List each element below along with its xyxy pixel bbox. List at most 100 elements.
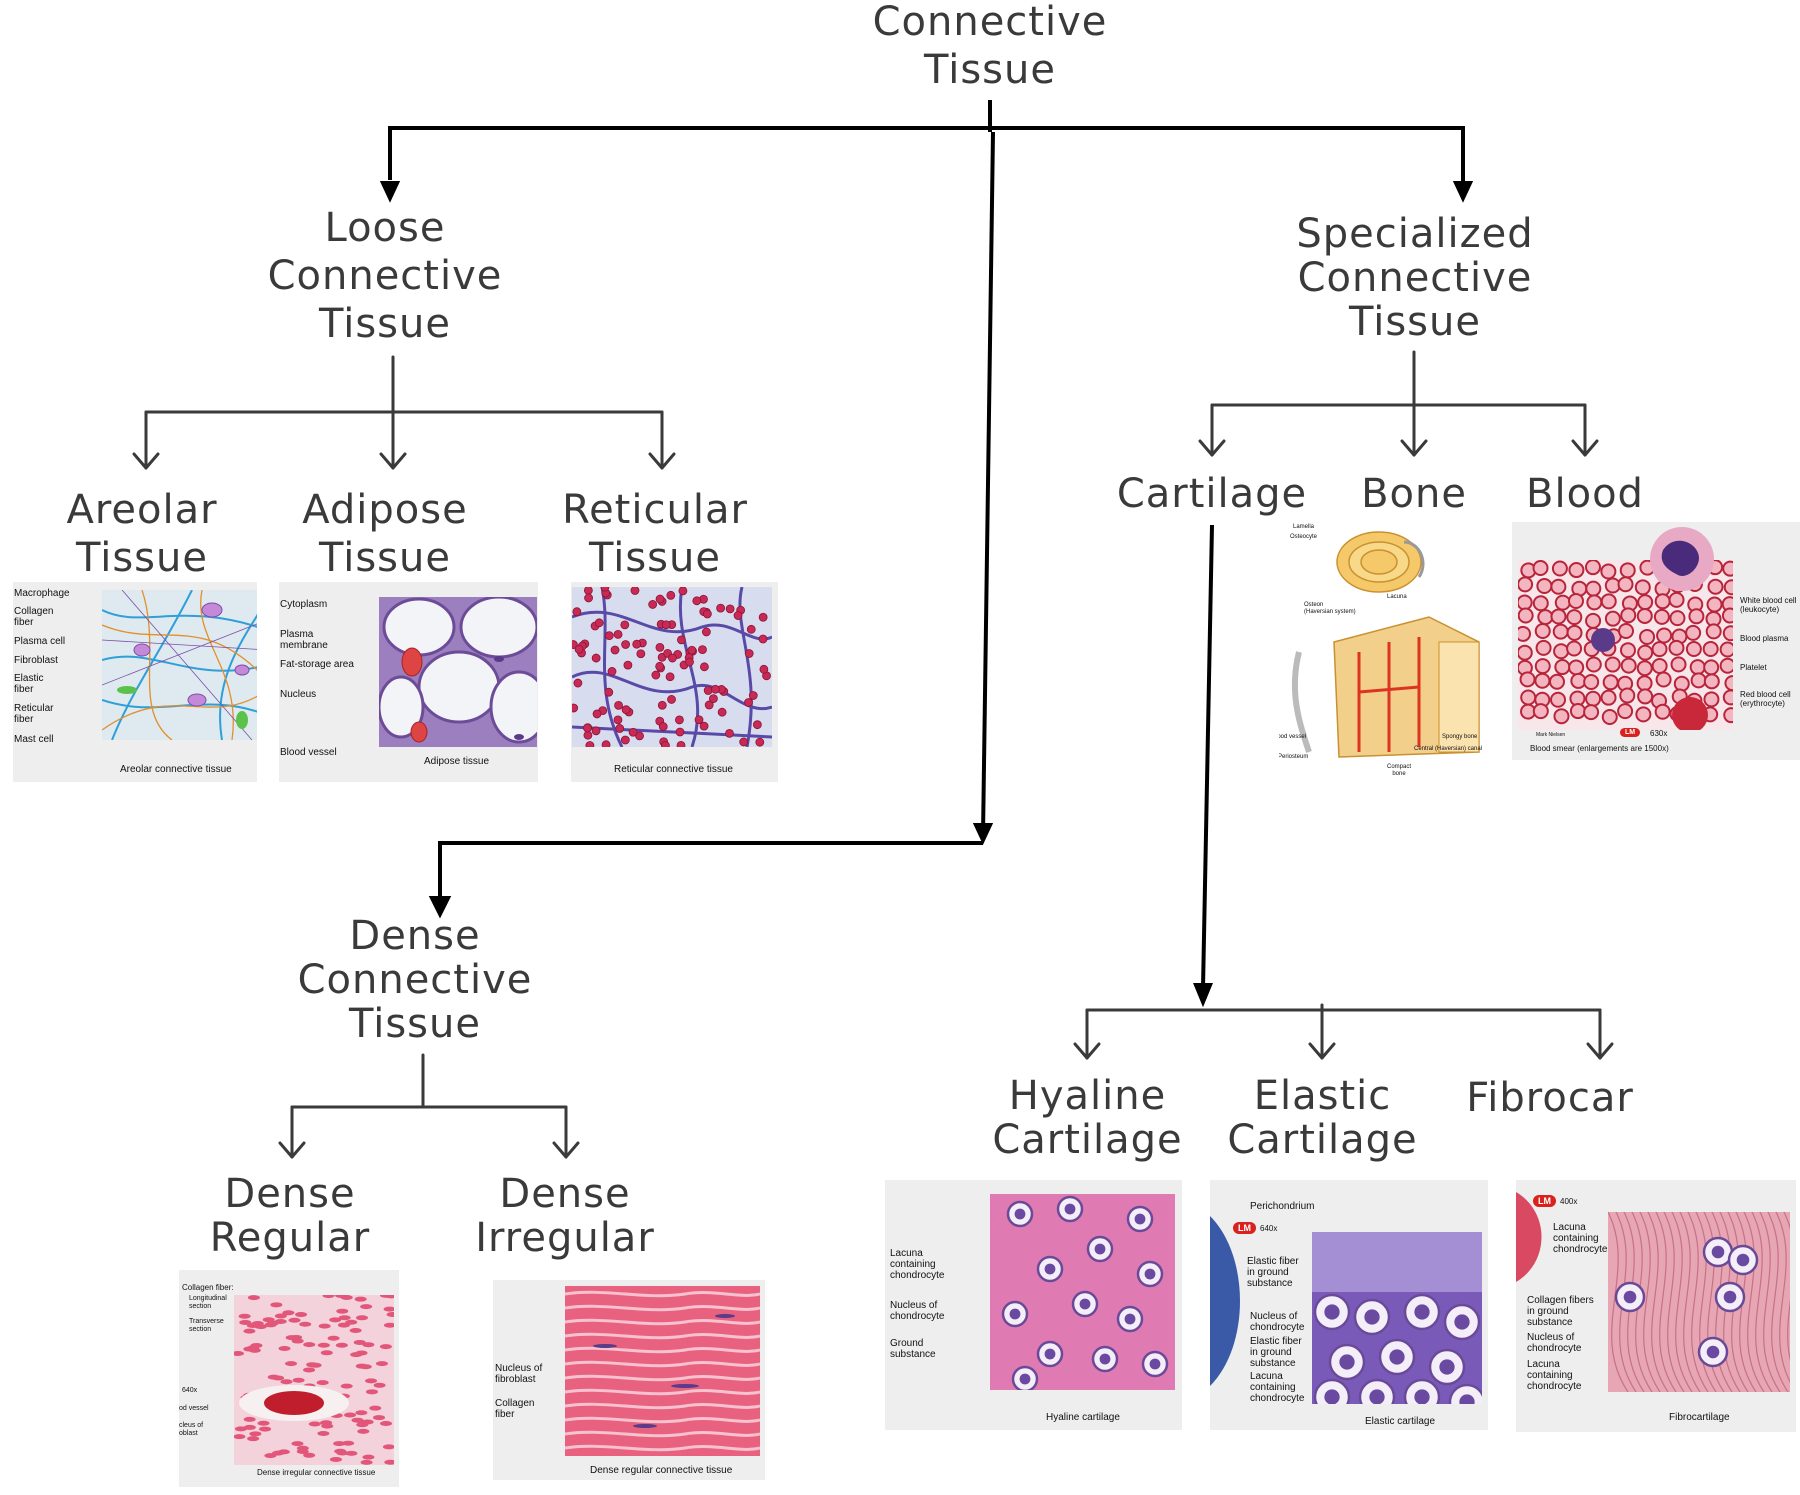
node-line: Dense bbox=[224, 1171, 356, 1217]
collagen-bundle bbox=[365, 1378, 378, 1384]
red-blood-cell bbox=[1654, 703, 1671, 720]
collagen-bundle bbox=[353, 1339, 366, 1345]
red-blood-cell bbox=[1637, 688, 1654, 705]
reticular-cell bbox=[660, 741, 670, 747]
collagen-bundle bbox=[362, 1454, 375, 1460]
label-collagen-fiber: Collagen fiber bbox=[14, 606, 54, 628]
collagen-bundle bbox=[360, 1459, 373, 1465]
collagen-strand bbox=[1663, 1212, 1685, 1392]
arrow-to-specialized bbox=[1452, 181, 1474, 203]
node-line: Cartilage bbox=[1227, 1117, 1418, 1163]
node-adipose-tissue: Adipose Tissue bbox=[285, 486, 485, 582]
bone-image: Lamella Osteocyte Lacuna Osteon (Haversi… bbox=[1279, 522, 1499, 780]
red-blood-cell bbox=[1554, 659, 1571, 676]
reticular-cell bbox=[655, 661, 665, 671]
node-line: Adipose bbox=[302, 487, 468, 533]
red-blood-cell bbox=[1636, 660, 1653, 677]
collagen-bundle bbox=[359, 1364, 372, 1370]
label-osteocyte: Osteocyte bbox=[1290, 534, 1318, 540]
label-mast-cell: Mast cell bbox=[14, 734, 54, 745]
collagen-bundle bbox=[250, 1342, 263, 1348]
reticular-cell bbox=[701, 627, 711, 637]
dense-regular-image: Collagen fiber: Longitudinal section Tra… bbox=[179, 1270, 399, 1487]
collagen-bundle bbox=[329, 1317, 342, 1323]
red-blood-cell bbox=[1604, 610, 1621, 627]
red-blood-cell bbox=[1532, 560, 1549, 576]
arrow-to-areolar bbox=[132, 452, 160, 470]
collagen-bundle bbox=[322, 1295, 335, 1299]
collagen-bundle bbox=[291, 1338, 304, 1344]
collagen-bundle bbox=[243, 1416, 256, 1422]
reticular-cell bbox=[733, 611, 743, 620]
node-line: Tissue bbox=[1349, 299, 1481, 345]
collagen-bundle bbox=[369, 1405, 382, 1411]
node-line: Tissue bbox=[589, 535, 721, 581]
red-blood-cell bbox=[1655, 671, 1672, 688]
sub-connectors bbox=[132, 350, 1614, 1159]
reticular-cell bbox=[666, 590, 676, 600]
reticular-cell bbox=[709, 694, 718, 704]
reticular-cell bbox=[610, 645, 620, 655]
collagen-bundle bbox=[360, 1304, 373, 1310]
collagen-wave bbox=[565, 1444, 760, 1452]
label-platelet: Platelet bbox=[1740, 663, 1767, 672]
node-line: Dense bbox=[499, 1171, 631, 1217]
collagen-bundle bbox=[278, 1345, 291, 1351]
collagen-bundle bbox=[270, 1302, 283, 1308]
collagen-bundle bbox=[365, 1389, 378, 1395]
label-red-blood-cell: Red blood cell (erythrocyte) bbox=[1740, 690, 1791, 708]
red-blood-cell bbox=[1585, 612, 1602, 629]
reticular-cell bbox=[613, 715, 623, 725]
reticular-cell bbox=[716, 603, 726, 613]
reticular-cell bbox=[744, 698, 753, 707]
label-nucleus-of-chondrocyte: Nucleus of chondrocyte bbox=[890, 1300, 945, 1322]
red-blood-cell bbox=[1721, 607, 1733, 624]
red-blood-cell bbox=[1636, 607, 1653, 624]
collagen-bundle bbox=[303, 1452, 316, 1458]
label-longitudinal-section: Longitudinal section bbox=[189, 1295, 227, 1310]
reticular-cell bbox=[678, 587, 688, 596]
collagen-bundle bbox=[382, 1444, 394, 1450]
node-line: Loose bbox=[324, 205, 446, 251]
cartilage-to-subtypes-line bbox=[1201, 524, 1214, 989]
label-lacuna: Lacuna bbox=[1387, 594, 1407, 600]
reticular-cell bbox=[692, 596, 702, 606]
elastic-image: LM 640x Perichondrium Elastic fiber in g… bbox=[1210, 1180, 1488, 1430]
red-blood-cell bbox=[1619, 687, 1636, 704]
red-blood-cell bbox=[1707, 578, 1724, 595]
root-branch-line bbox=[388, 126, 1465, 190]
red-blood-cell bbox=[1617, 703, 1634, 720]
collagen-bundle bbox=[342, 1440, 355, 1446]
magnification: 640x bbox=[1260, 1224, 1278, 1233]
collagen-bundle bbox=[299, 1321, 312, 1327]
collagen-wave bbox=[565, 1402, 760, 1410]
reticular-cell bbox=[620, 735, 630, 745]
red-blood-cell bbox=[1639, 628, 1656, 645]
chondrocyte-nucleus bbox=[1324, 1304, 1340, 1320]
reticular-image: Reticular connective tissue bbox=[571, 582, 778, 782]
collagen-bundle bbox=[345, 1319, 358, 1325]
label-blood-plasma: Blood plasma bbox=[1740, 634, 1789, 643]
label-nucleus: Nucleus bbox=[280, 689, 317, 700]
caption-hyaline: Hyaline cartilage bbox=[1046, 1412, 1120, 1423]
node-elastic-cartilage: Elastic Cartilage bbox=[1215, 1074, 1430, 1162]
reticular-cell bbox=[700, 662, 709, 672]
reticular-micrograph bbox=[572, 587, 772, 747]
collagen-bundle bbox=[355, 1410, 368, 1416]
chondrocyte-nucleus bbox=[1706, 1345, 1720, 1359]
red-blood-cell bbox=[1651, 657, 1668, 674]
collagen-strand bbox=[1767, 1212, 1789, 1392]
arrow-to-fibrocar bbox=[1586, 1042, 1614, 1060]
red-blood-cell bbox=[1719, 641, 1733, 658]
reticular-cell bbox=[583, 587, 593, 595]
reticular-cell bbox=[685, 657, 694, 667]
collagen-bundle bbox=[285, 1335, 298, 1341]
node-line: Connective bbox=[267, 253, 503, 299]
chondrocyte-nucleus bbox=[1094, 1243, 1106, 1255]
label-blood-vessel-cut: od vessel bbox=[179, 1405, 209, 1412]
node-line: Connective bbox=[1297, 255, 1533, 301]
label-spongy-bone: Spongy bone bbox=[1442, 734, 1478, 740]
collagen-wave bbox=[565, 1374, 760, 1382]
fibrocartilage-micrograph bbox=[1608, 1212, 1790, 1392]
node-loose-connective-tissue: Loose Connective Tissue bbox=[240, 204, 530, 348]
